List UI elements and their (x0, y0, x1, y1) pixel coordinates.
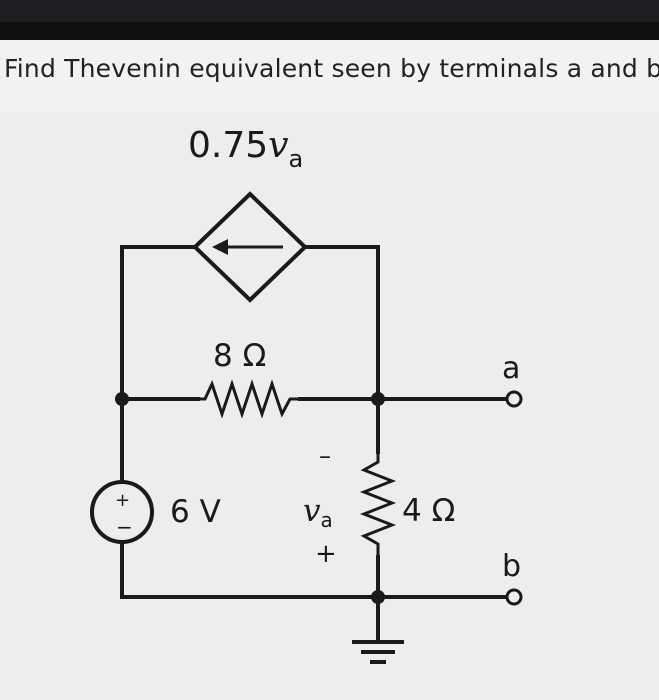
voltage-source-minus: − (116, 515, 133, 539)
terminal-a (505, 390, 523, 408)
circuit-diagram: 0.75va 8 Ω 4 Ω 6 V + − – va + a b (0, 112, 659, 700)
resistor-8ohm (198, 379, 300, 419)
node-right-bottom (371, 590, 385, 604)
node-left-mid (115, 392, 129, 406)
va-label: va (303, 493, 333, 532)
question-header: Find Thevenin equivalent seen by termina… (0, 40, 659, 114)
resistor-4ohm (359, 452, 397, 557)
voltage-source-plus: + (115, 490, 130, 511)
top-bar (0, 0, 659, 22)
voltage-source-value: 6 V (170, 494, 221, 530)
voltage-source (90, 480, 154, 544)
dependent-source-arrow-head (212, 239, 228, 255)
node-right-mid (371, 392, 385, 406)
question-panel: Find Thevenin equivalent seen by termina… (0, 40, 659, 700)
question-text: Find Thevenin equivalent seen by termina… (4, 54, 659, 83)
terminal-b-label: b (502, 549, 521, 584)
terminal-a-label: a (502, 351, 520, 386)
circuit-svg: 0.75va 8 Ω 4 Ω 6 V + − – va + a b (90, 125, 523, 664)
resistor-4ohm-label: 4 Ω (402, 493, 455, 529)
va-plus: + (315, 539, 337, 569)
resistor-8ohm-label: 8 Ω (213, 338, 266, 374)
terminal-b (505, 588, 523, 606)
va-minus: – (319, 442, 331, 470)
dependent-source-label: 0.75va (188, 125, 303, 173)
